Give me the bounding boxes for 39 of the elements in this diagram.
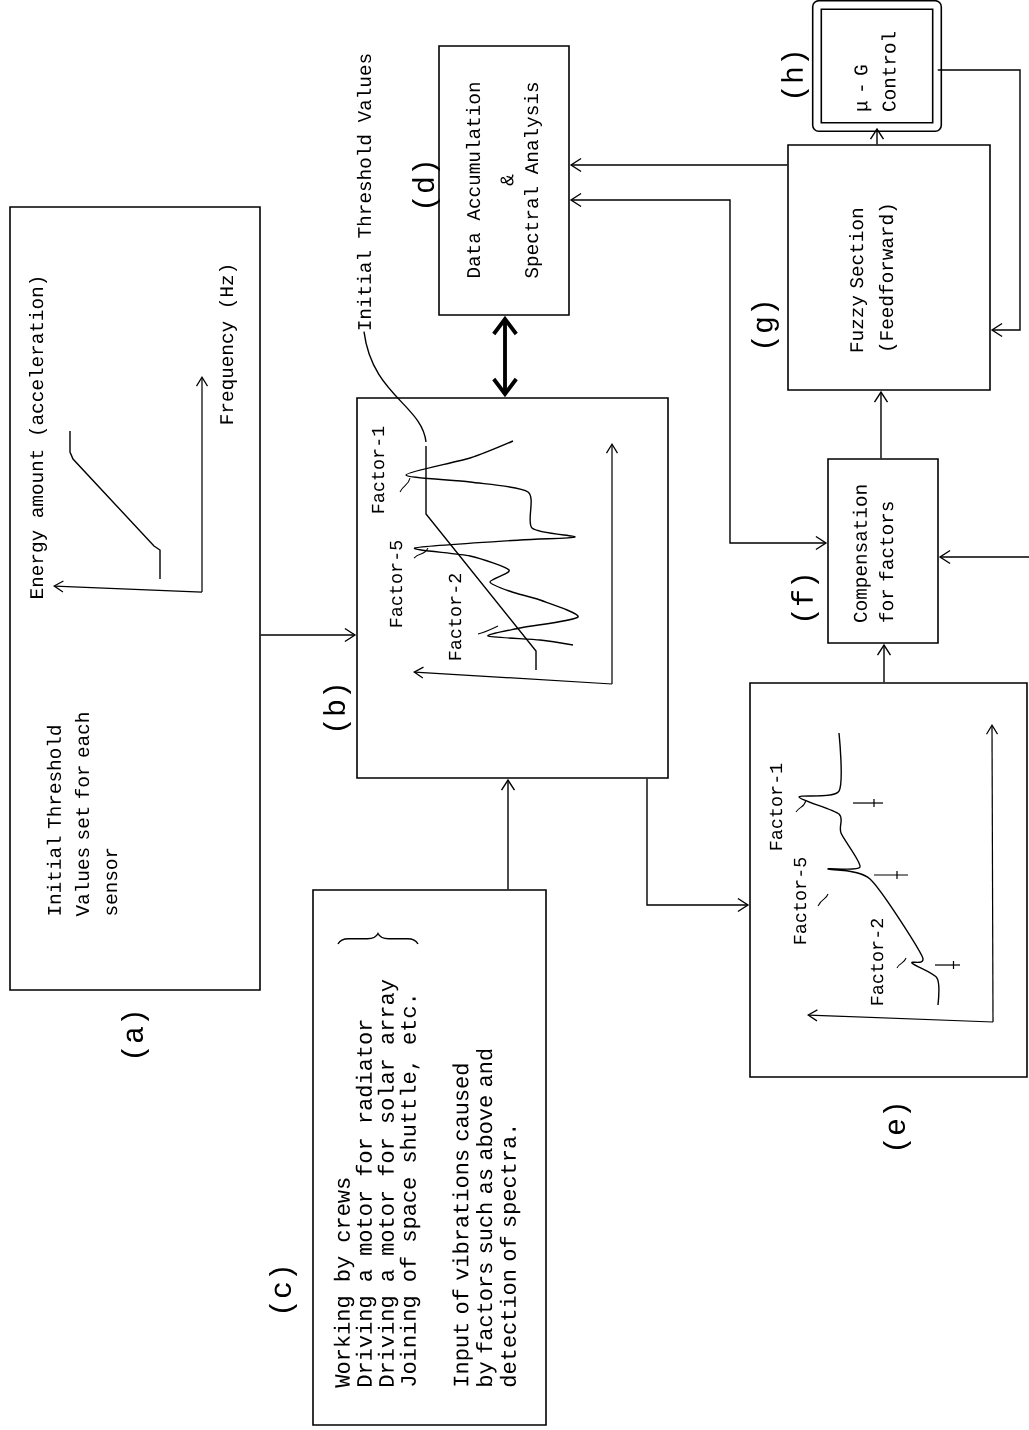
panel-letter: (g) [751, 303, 779, 347]
node-label: Input of vibrations caused by factors such as above and detection of spectra. [452, 1049, 521, 1387]
process-box: Fuzzy Section (Feedforward) [787, 144, 991, 391]
arrow [646, 778, 750, 913]
threshold-box: Initial Threshold Values set for each sensor Energy amount (acceleration) Frequency (Hz) [9, 206, 261, 991]
panel-letter: (f) [791, 576, 819, 620]
arrow [869, 127, 885, 145]
callout-text: Initial Threshold Values [356, 54, 372, 330]
node-label: Factor-2 [870, 919, 884, 1005]
panel-letter: (d) [412, 163, 440, 207]
panel-letter: (c) [269, 1268, 297, 1312]
leader-line [363, 330, 427, 443]
panel-letter: (e) [883, 1105, 911, 1149]
node-label: Driving a motor for solar array [377, 979, 399, 1386]
spectrum-box: Factor-1 Factor-5 Factor-2 [749, 682, 1028, 1078]
spectrum-box: Factor-1 Factor-5 Factor-2 [356, 397, 669, 779]
arrow [873, 390, 889, 459]
node-label: Joining of space shuttle, etc. [399, 997, 421, 1386]
panel-letter: (a) [121, 1013, 149, 1057]
node-label: Driving a motor for radiator [355, 1020, 377, 1386]
node-label: Energy amount (acceleration) [29, 277, 47, 598]
node-label: Factor-5 [793, 857, 807, 944]
arrow [937, 69, 1021, 338]
arrow [260, 627, 357, 643]
panel-letter: (b) [323, 686, 351, 730]
node-label: Factor-1 [769, 763, 783, 850]
arrow [500, 778, 516, 890]
arrow [569, 192, 828, 551]
node-label: Working by crews [333, 1178, 355, 1388]
process-box: Compensation for factors [827, 458, 939, 644]
arrow [938, 549, 1029, 565]
double-arrow [492, 315, 518, 398]
arrow [876, 643, 892, 683]
panel-letter: (h) [781, 53, 809, 97]
vibration-source-box: Working by crews Driving a motor for radiator Driving a motor for solar array Joining of space shuttle, etc. Input of vibrations caused by factors such as above and detection of spectra. [312, 889, 547, 1426]
control-box: μ - G Control [811, 0, 943, 133]
node-label: Frequency (Hz) [219, 266, 237, 424]
node-label: Initial Threshold Values set for each sensor [46, 713, 118, 917]
arrow [569, 157, 788, 173]
